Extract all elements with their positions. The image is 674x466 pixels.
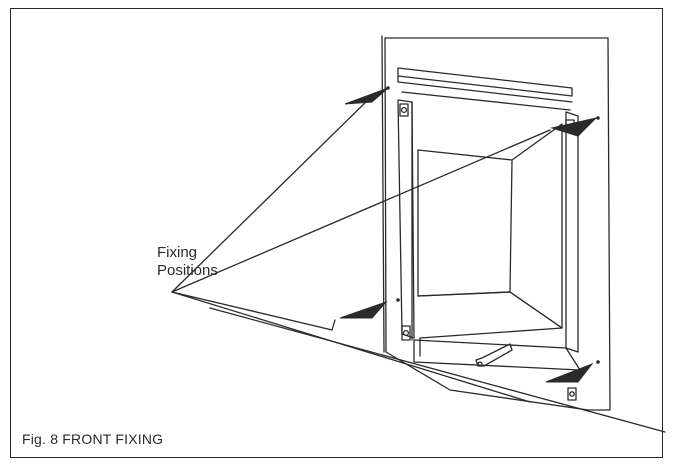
firebox-floor (417, 291, 563, 339)
leader-top-right (171, 129, 551, 293)
arrow-bottom-right (545, 362, 594, 383)
floor-bracket (475, 343, 513, 367)
figure-caption: Fig. 8 FRONT FIXING (22, 431, 164, 447)
fixing-label-line1: Fixing (157, 244, 198, 261)
lug-bottom-right (567, 387, 577, 401)
lug-top-left (399, 103, 409, 117)
bottom-ledge (413, 339, 581, 371)
wall-panel-left-edge (381, 35, 385, 353)
arrow-top-left (344, 87, 389, 105)
firebox-back (417, 149, 513, 297)
left-frame (397, 99, 415, 339)
leader-top-left (171, 97, 371, 293)
floor-guide-line (209, 307, 666, 433)
fixing-point-top-right (596, 116, 600, 120)
arrow-top-right (550, 117, 598, 137)
lintel-bar (397, 67, 573, 97)
right-frame (565, 111, 579, 353)
fixing-label-line2: Positions (157, 262, 218, 279)
fixing-point-top-left (386, 86, 390, 90)
arrow-bottom-left (339, 300, 388, 319)
figure-frame (10, 8, 663, 458)
lug-bottom-left (401, 325, 411, 341)
wall-panel (384, 37, 611, 411)
fixing-positions-label: Fixing Positions (157, 244, 218, 280)
fixing-point-bottom-left (396, 298, 400, 302)
fixing-point-bottom-right (596, 360, 600, 364)
leader-bottom-left (171, 291, 333, 331)
